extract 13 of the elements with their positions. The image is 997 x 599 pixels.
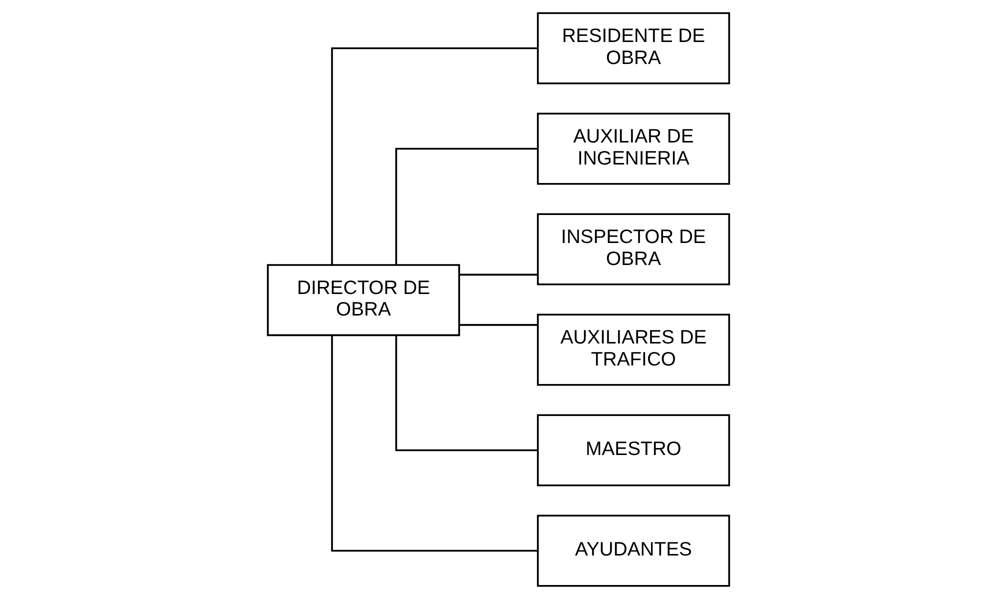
connector xyxy=(395,335,538,452)
connector xyxy=(459,274,538,276)
connector xyxy=(459,324,538,326)
node-box: INSPECTOR DE OBRA xyxy=(536,213,730,286)
connector xyxy=(331,335,538,552)
node-box: AUXILIAR DE INGENIERIA xyxy=(536,112,730,185)
node-box: AYUDANTES xyxy=(536,514,730,587)
node-box: AUXILIARES DE TRAFICO xyxy=(536,314,730,386)
connector xyxy=(331,47,538,265)
node-box: RESIDENTE DE OBRA xyxy=(536,12,730,84)
node-box: MAESTRO xyxy=(536,414,730,486)
connector xyxy=(395,148,538,265)
node-box: DIRECTOR DE OBRA xyxy=(266,264,460,336)
